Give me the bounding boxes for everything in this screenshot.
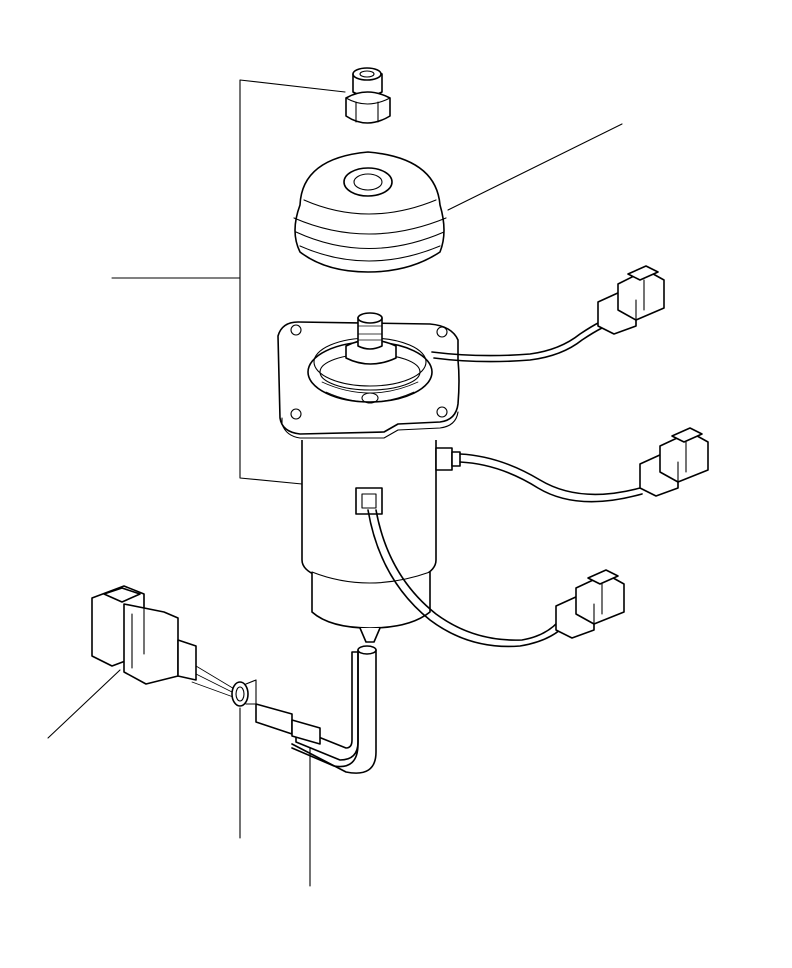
connector-icon bbox=[91, 265, 709, 685]
connector-left bbox=[91, 585, 197, 685]
boot-leader bbox=[447, 123, 623, 211]
grommet-icon bbox=[231, 679, 257, 707]
wires bbox=[191, 321, 643, 774]
hex-nut-icon bbox=[345, 67, 391, 124]
rubber-boot-icon bbox=[293, 151, 447, 273]
connector-middle bbox=[639, 427, 709, 497]
cylinder-body bbox=[301, 440, 461, 643]
joystick-base-icon bbox=[277, 312, 460, 439]
connector-lower bbox=[555, 569, 625, 639]
connector-upper bbox=[597, 265, 665, 335]
assembly-bracket-leader bbox=[239, 79, 346, 485]
leader-lines bbox=[47, 79, 623, 887]
connector-left-leader bbox=[47, 669, 121, 739]
